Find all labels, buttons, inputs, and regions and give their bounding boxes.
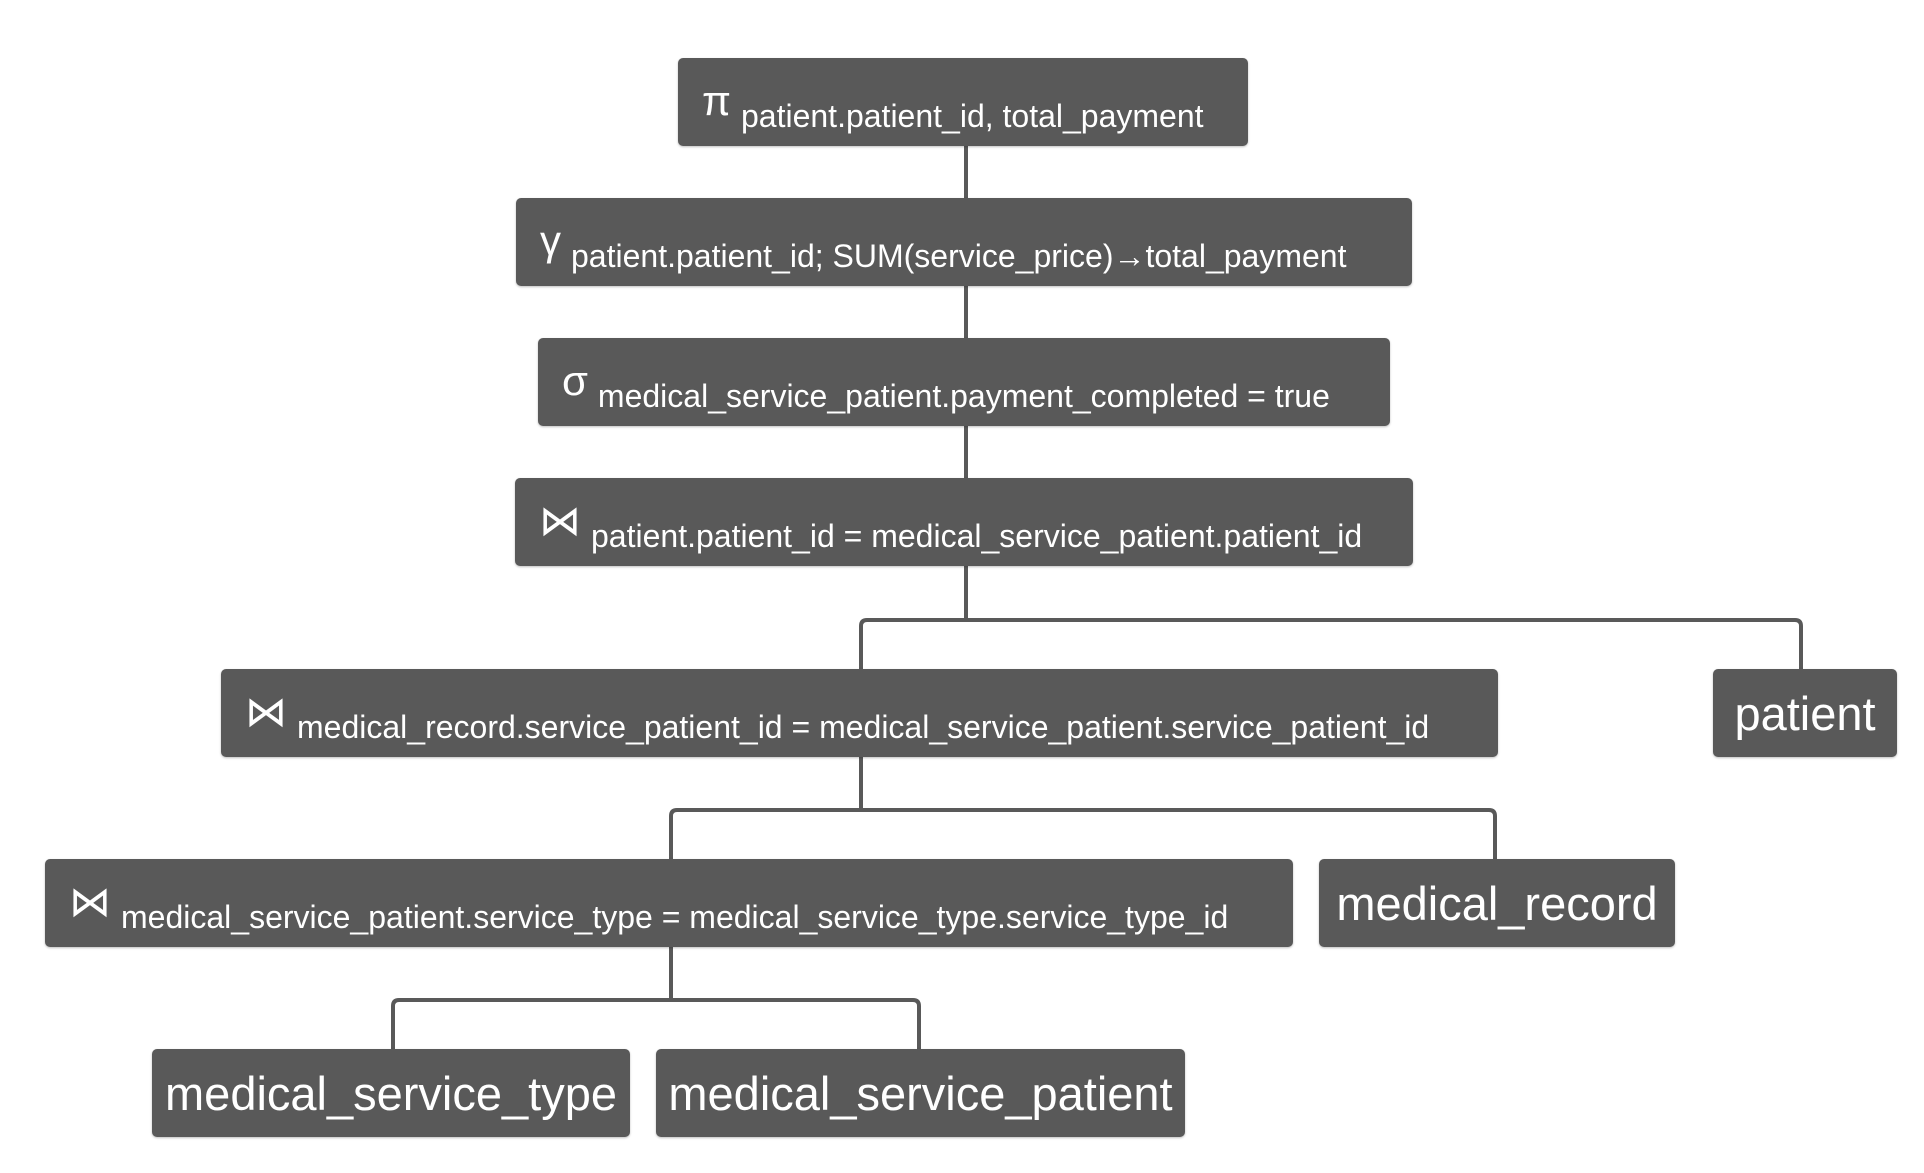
join-node-medical-record: ⋈ medical_record.service_patient_id = me… [221, 669, 1498, 757]
selection-node: σ medical_service_patient.payment_comple… [538, 338, 1390, 426]
relation-name: patient [1734, 686, 1876, 740]
relation-name: medical_service_type [165, 1066, 617, 1120]
join-symbol: ⋈ [69, 878, 111, 925]
grouping-expression: patient.patient_id; SUM(service_price)→t… [571, 238, 1347, 274]
selection-condition: medical_service_patient.payment_complete… [597, 378, 1330, 414]
relation-medical-service-patient: medical_service_patient [656, 1049, 1185, 1137]
grouping-node: γ patient.patient_id; SUM(service_price)… [516, 198, 1412, 286]
grouping-symbol: γ [540, 217, 561, 264]
edge-join1-children [859, 566, 1803, 669]
join-condition: patient.patient_id = medical_service_pat… [591, 518, 1363, 554]
join-condition: medical_service_patient.service_type = m… [121, 899, 1229, 935]
join-symbol: ⋈ [245, 688, 287, 735]
edge-join3-children [391, 947, 921, 1049]
edge-join2-children [669, 757, 1497, 859]
relation-name: medical_record [1336, 876, 1658, 930]
join-condition: medical_record.service_patient_id = medi… [297, 709, 1430, 745]
projection-node: π patient.patient_id, total_payment [678, 58, 1248, 146]
join-node-patient: ⋈ patient.patient_id = medical_service_p… [515, 478, 1413, 566]
projection-attributes: patient.patient_id, total_payment [740, 98, 1204, 134]
relation-patient: patient [1713, 669, 1897, 757]
join-symbol: ⋈ [539, 497, 581, 544]
selection-symbol: σ [562, 357, 588, 404]
projection-symbol: π [702, 77, 731, 124]
relation-medical-service-type: medical_service_type [152, 1049, 630, 1137]
relation-medical-record: medical_record [1319, 859, 1675, 947]
join-node-service-type: ⋈ medical_service_patient.service_type =… [45, 859, 1293, 947]
relation-name: medical_service_patient [668, 1066, 1173, 1120]
